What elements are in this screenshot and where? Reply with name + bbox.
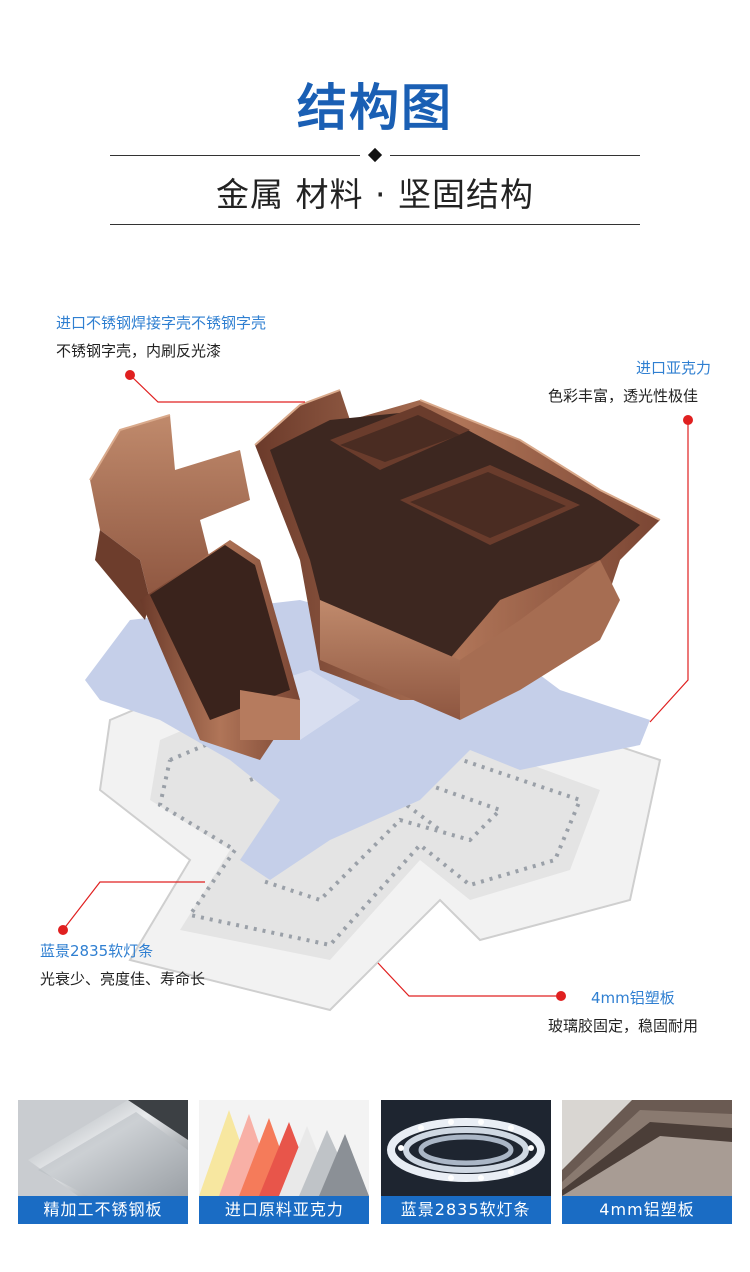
callout-panel-desc: 玻璃胶固定，稳固耐用 bbox=[548, 1017, 699, 1035]
callout-steel-title: 进口不锈钢焊接字壳不锈钢字壳 bbox=[56, 314, 267, 332]
leader-lines bbox=[62, 374, 689, 997]
steel-letter-shell bbox=[89, 389, 661, 760]
callout-acrylic-title: 进口亚克力 bbox=[636, 359, 712, 377]
callout-led-desc: 光衰少、亮度佳、寿命长 bbox=[40, 970, 206, 988]
callout-panel-title: 4mm铝塑板 bbox=[591, 989, 675, 1007]
material-label-led: 蓝景2835软灯条 bbox=[380, 1196, 551, 1224]
stainless-steel-sheets-icon bbox=[18, 1100, 188, 1196]
callout-led-title: 蓝景2835软灯条 bbox=[40, 942, 154, 960]
left-divider bbox=[110, 155, 360, 156]
leader-dots bbox=[58, 370, 693, 1001]
diamond-icon bbox=[367, 147, 383, 163]
materials-strip: 精加工不锈钢板 进口原料亚克力 蓝景2835软灯条 bbox=[18, 1100, 732, 1224]
material-card-acrylic: 进口原料亚克力 bbox=[199, 1100, 370, 1224]
material-card-panel: 4mm铝塑板 bbox=[561, 1100, 732, 1224]
callout-steel-desc: 不锈钢字壳，内刷反光漆 bbox=[56, 342, 222, 360]
led-strip-roll-icon bbox=[380, 1100, 551, 1196]
material-card-led: 蓝景2835软灯条 bbox=[380, 1100, 551, 1224]
callout-acrylic-desc: 色彩丰富，透光性极佳 bbox=[548, 387, 699, 405]
material-card-steel: 精加工不锈钢板 bbox=[18, 1100, 188, 1224]
acrylic-sheets-icon bbox=[199, 1100, 370, 1196]
page-subtitle: 金属 材料 · 坚固结构 bbox=[216, 175, 534, 214]
structure-illustration bbox=[58, 370, 693, 1012]
page-title: 结构图 bbox=[297, 79, 453, 137]
material-label-acrylic: 进口原料亚克力 bbox=[199, 1196, 370, 1224]
material-label-steel: 精加工不锈钢板 bbox=[18, 1196, 188, 1224]
aluminum-composite-panels-icon bbox=[561, 1100, 732, 1196]
material-label-panel: 4mm铝塑板 bbox=[561, 1196, 732, 1224]
bottom-divider bbox=[110, 224, 640, 225]
right-divider bbox=[390, 155, 640, 156]
